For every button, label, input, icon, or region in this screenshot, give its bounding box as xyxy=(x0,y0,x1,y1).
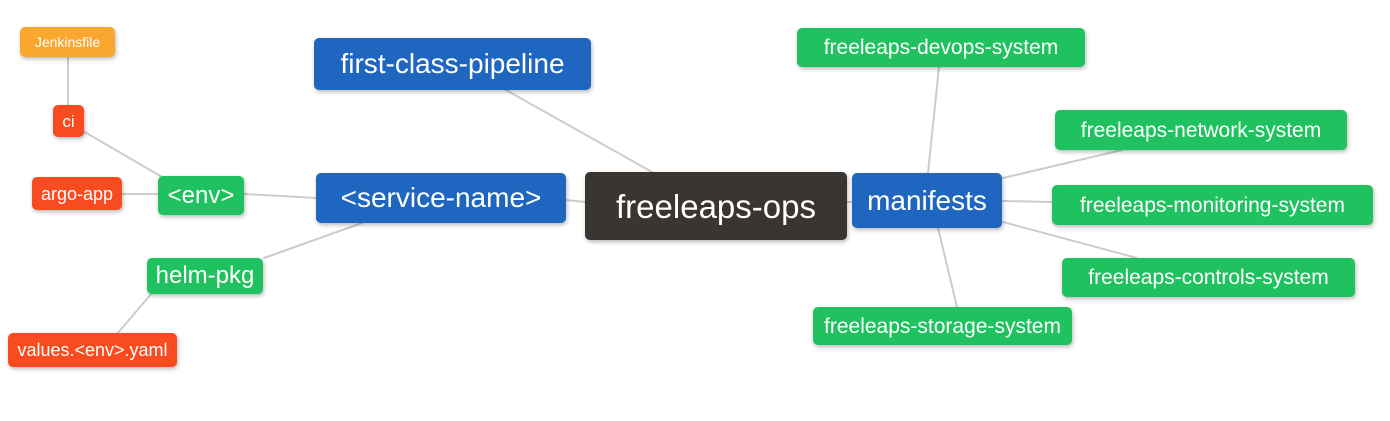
node-jenkinsfile[interactable]: Jenkinsfile xyxy=(20,27,115,57)
node-freeleaps-network-system[interactable]: freeleaps-network-system xyxy=(1055,110,1347,150)
node-freeleaps-controls-system[interactable]: freeleaps-controls-system xyxy=(1062,258,1355,297)
edge-manifests--freeleaps-controls-system xyxy=(1002,221,1138,259)
edge-helm-pkg--service-name xyxy=(263,222,363,259)
node-values-env-yaml[interactable]: values.<env>.yaml xyxy=(8,333,177,367)
node-freeleaps-ops[interactable]: freeleaps-ops xyxy=(585,172,847,240)
node-ci[interactable]: ci xyxy=(53,105,84,137)
node-freeleaps-storage-system[interactable]: freeleaps-storage-system xyxy=(813,307,1072,345)
edge-ci--env xyxy=(82,130,163,178)
edge-manifests--freeleaps-storage-system xyxy=(937,227,958,308)
node-manifests[interactable]: manifests xyxy=(852,173,1002,228)
node-service-name[interactable]: <service-name> xyxy=(316,173,566,223)
node-helm-pkg[interactable]: helm-pkg xyxy=(147,258,263,294)
edge-manifests--freeleaps-devops-system xyxy=(927,66,940,174)
edge-service-name--freeleaps-ops xyxy=(565,199,586,203)
node-env[interactable]: <env> xyxy=(158,176,244,215)
node-freeleaps-devops-system[interactable]: freeleaps-devops-system xyxy=(797,28,1085,67)
node-first-class-pipeline[interactable]: first-class-pipeline xyxy=(314,38,591,90)
edge-manifests--freeleaps-monitoring-system xyxy=(1001,200,1053,203)
edge-manifests--freeleaps-network-system xyxy=(1002,149,1123,179)
edge-env--service-name xyxy=(243,193,317,199)
node-freeleaps-monitoring-system[interactable]: freeleaps-monitoring-system xyxy=(1052,185,1373,225)
edge-first-class-pipeline--freeleaps-ops xyxy=(505,89,653,173)
node-argo-app[interactable]: argo-app xyxy=(32,177,122,210)
edge-values-env-yaml--helm-pkg xyxy=(116,292,153,335)
